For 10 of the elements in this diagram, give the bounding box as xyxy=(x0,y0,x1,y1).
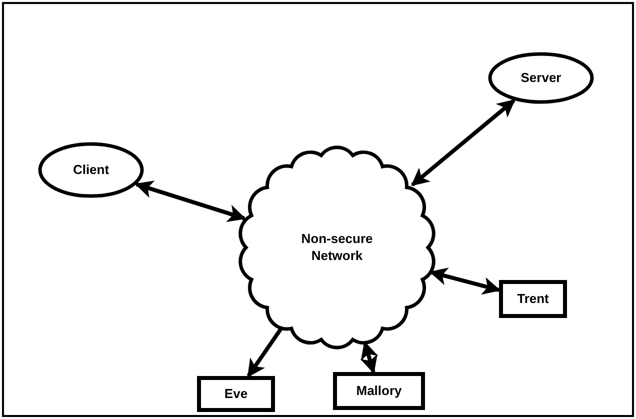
arrow xyxy=(429,268,501,295)
arrow xyxy=(411,98,516,186)
arrow xyxy=(246,328,283,378)
arrow xyxy=(134,180,246,222)
node-label: Client xyxy=(72,162,110,178)
node-label: Server xyxy=(520,70,562,86)
node-label: Mallory xyxy=(356,382,402,400)
node-label: Trent xyxy=(517,290,549,308)
node-label: Non-secure Network xyxy=(300,231,374,264)
node-label: Eve xyxy=(224,386,248,402)
